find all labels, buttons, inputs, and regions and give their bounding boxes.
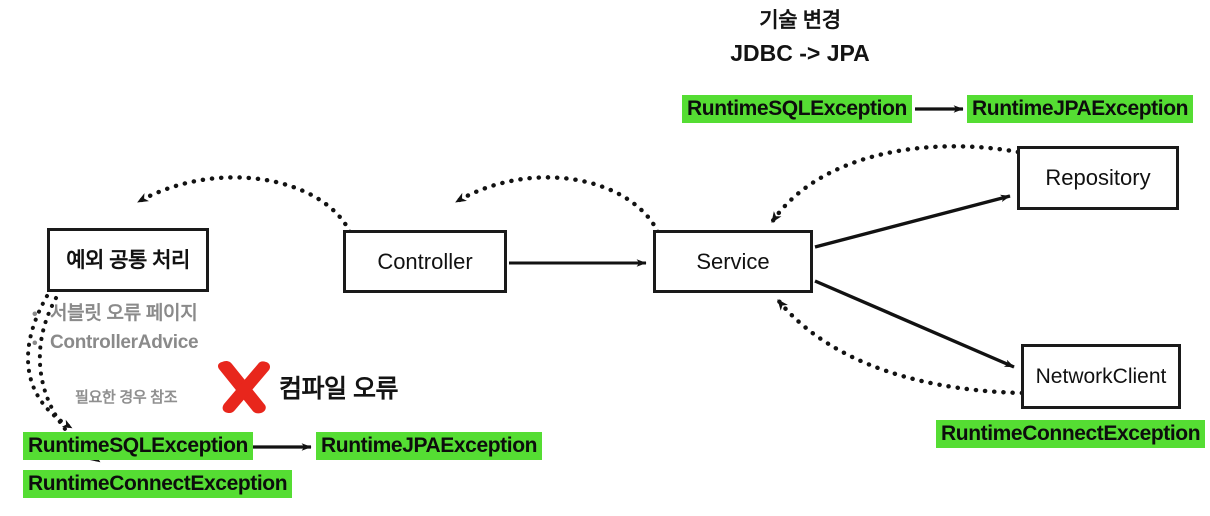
node-controller[interactable]: Controller — [343, 230, 507, 293]
node-network-client-label: NetworkClient — [1035, 365, 1167, 388]
node-repository[interactable]: Repository — [1017, 146, 1179, 210]
compile-error-group: 컴파일 오류 — [213, 358, 398, 416]
list-item-label: 서블릿 오류 페이지 — [50, 303, 198, 324]
bullet-dot-icon: • — [32, 335, 38, 352]
list-item: • ControllerAdvice — [32, 329, 199, 358]
node-controller-label: Controller — [377, 248, 473, 274]
compile-error-label: 컴파일 오류 — [279, 375, 398, 403]
list-item: • 서블릿 오류 페이지 — [32, 300, 198, 329]
node-service[interactable]: Service — [653, 230, 813, 293]
bullet-dot-icon: • — [32, 306, 38, 323]
exception-label-right-connect: RuntimeConnectException — [936, 420, 1206, 448]
edge-service-to-repository — [814, 194, 1011, 249]
edge-repository-to-service — [769, 144, 1021, 225]
exception-handler-bullet-list: • 서블릿 오류 페이지 • ControllerAdvice — [32, 300, 199, 358]
node-exception-handler-label: 예외 공통 처리 — [66, 248, 190, 272]
caption-reference: 필요한 경우 참조 — [75, 389, 178, 406]
node-service-label: Service — [696, 248, 770, 274]
edge-service-to-networkclient — [814, 279, 1015, 369]
heading-line-secondary: JDBC -> JPA — [730, 39, 870, 66]
exception-label-bottom-connect: RuntimeConnectException — [23, 470, 293, 498]
edge-controller-to-exception-handler — [135, 175, 353, 235]
heading-line-primary: 기술 변경 — [759, 9, 841, 32]
list-item-label: ControllerAdvice — [50, 332, 199, 353]
node-exception-handler[interactable]: 예외 공통 처리 — [47, 228, 209, 292]
node-network-client[interactable]: NetworkClient — [1021, 344, 1181, 409]
heading-block: 기술 변경 JDBC -> JPA — [730, 8, 870, 68]
exception-label-bottom-sql: RuntimeSQLException — [23, 432, 253, 460]
edge-networkclient-to-service — [775, 297, 1025, 396]
exception-label-bottom-jpa: RuntimeJPAException — [316, 432, 543, 460]
exception-label-top-sql: RuntimeSQLException — [682, 95, 912, 123]
x-mark-icon — [218, 360, 270, 414]
node-repository-label: Repository — [1045, 165, 1151, 190]
edge-service-to-controller — [453, 175, 661, 235]
exception-label-top-jpa: RuntimeJPAException — [967, 95, 1194, 123]
